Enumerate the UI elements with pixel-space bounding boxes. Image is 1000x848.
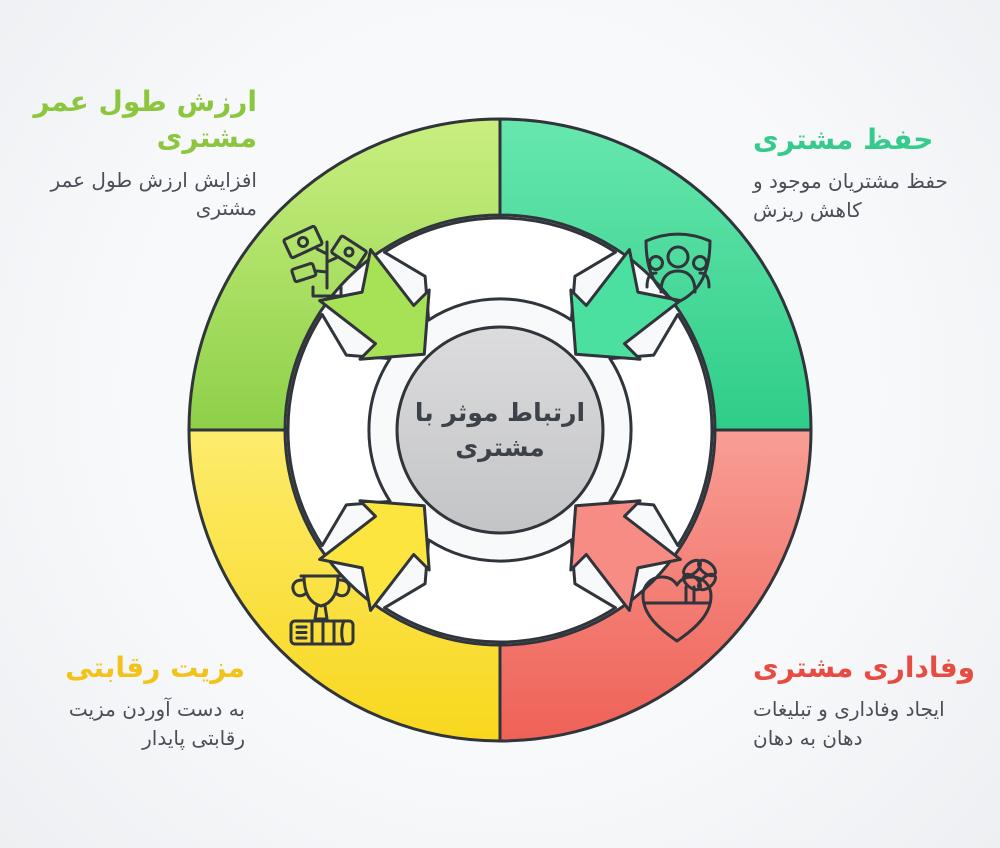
arrow-top-right xyxy=(569,248,682,361)
gift-heart-icon xyxy=(641,558,717,643)
center-circle xyxy=(395,325,605,535)
ring-segment-bottom-right xyxy=(498,428,813,743)
ribbon-right xyxy=(608,313,714,547)
cycle-ribbons xyxy=(286,216,714,644)
arrow-bottom-right xyxy=(569,499,682,612)
arrow-top-left xyxy=(318,248,431,361)
segment-heading: وفاداری مشتری xyxy=(753,651,976,684)
segment-arrows xyxy=(318,248,682,612)
ring-segment-top-left xyxy=(187,117,502,432)
shield-people-icon xyxy=(644,232,712,304)
trophy-icon xyxy=(289,574,355,646)
ribbon-bottom xyxy=(383,538,617,644)
ribbon-left xyxy=(286,313,392,547)
arrow-bottom-left xyxy=(318,499,431,612)
ring-segment-bottom-left xyxy=(187,428,502,743)
segment-heading: حفظ مشتری xyxy=(753,123,934,156)
segment-heading: مزیت رقابتی xyxy=(65,651,245,684)
ribbon-top xyxy=(383,216,617,322)
money-plant-icon xyxy=(282,224,368,298)
